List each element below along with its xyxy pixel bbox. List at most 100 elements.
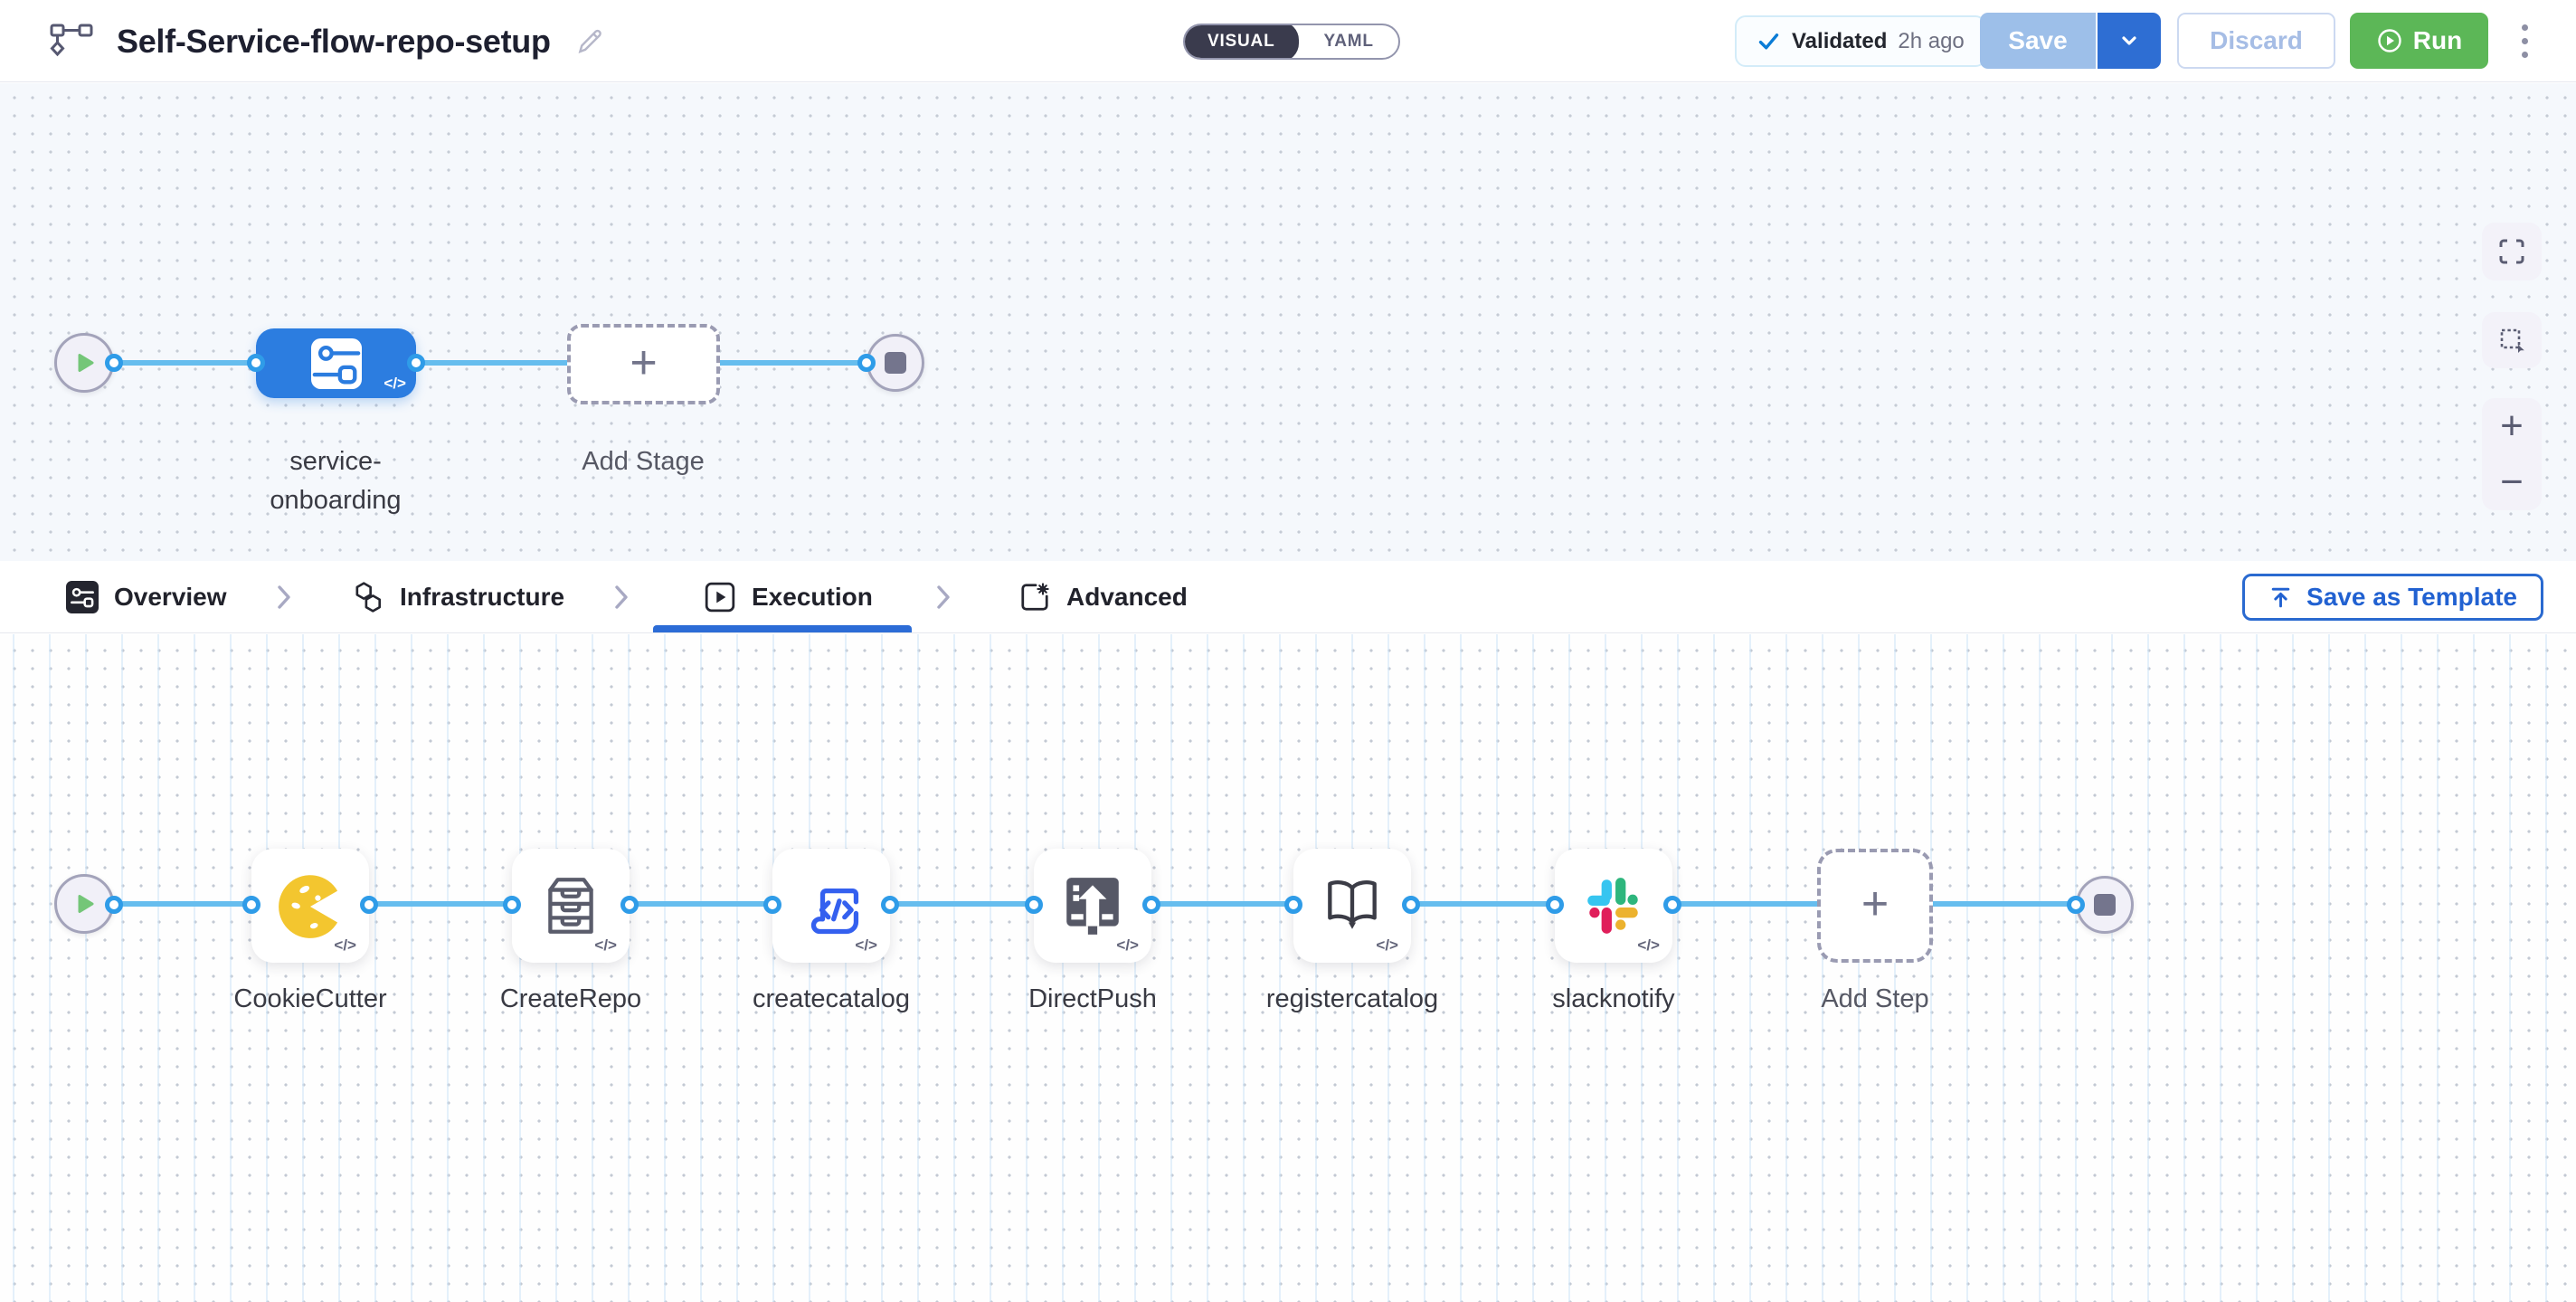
port [247, 354, 265, 372]
check-icon [1757, 29, 1781, 53]
step-card-createcatalog[interactable]: </> [772, 849, 890, 963]
createrepo-drawer-icon [548, 878, 593, 934]
save-options-chevron-icon[interactable] [2098, 13, 2161, 69]
save-as-template-label: Save as Template [2306, 583, 2517, 611]
code-badge: </> [1116, 936, 1139, 954]
save-divider [2096, 13, 2098, 69]
execution-icon [705, 582, 735, 613]
chevron-right-icon [277, 561, 292, 633]
port [1142, 896, 1160, 914]
marquee-select-icon [2500, 328, 2524, 353]
code-badge: </> [334, 936, 356, 954]
code-badge: </> [855, 936, 877, 954]
toggle-visual[interactable]: VISUAL [1184, 25, 1300, 58]
fullscreen-icon [2499, 239, 2524, 264]
port [1663, 896, 1681, 914]
port [242, 896, 260, 914]
add-step-node[interactable]: + [1817, 849, 1933, 963]
step-card-cookiecutter[interactable]: </> [251, 849, 369, 963]
run-button[interactable]: Run [2350, 13, 2488, 69]
step-label: CreateRepo [499, 984, 642, 1013]
infrastructure-icon [355, 582, 382, 613]
tab-advanced[interactable]: Advanced [1018, 561, 1188, 633]
port [407, 354, 425, 372]
upload-icon [2271, 587, 2290, 607]
validated-label: Validated [1792, 28, 1888, 53]
port [857, 354, 876, 372]
code-badge: </> [1376, 936, 1398, 954]
start-play-icon [78, 895, 94, 913]
tab-infrastructure[interactable]: Infrastructure [352, 561, 564, 633]
port [1402, 896, 1420, 914]
stage-canvas[interactable]: </> + service- onboarding Add Stage [0, 83, 2576, 561]
add-step-label: Add Step [1821, 984, 1929, 1013]
discard-button[interactable]: Discard [2177, 13, 2335, 69]
step-card-slacknotify[interactable]: </> [1555, 849, 1672, 963]
validated-badge[interactable]: Validated 2h ago [1735, 15, 1986, 67]
zoom-out-button[interactable]: − [2482, 454, 2542, 510]
catalog-code-icon [810, 889, 859, 935]
stage-connector-line [84, 360, 895, 366]
edit-pencil-icon[interactable] [574, 26, 605, 57]
advanced-icon [1021, 583, 1049, 611]
port [620, 896, 639, 914]
run-play-icon [2376, 27, 2403, 54]
zoom-in-button[interactable]: + [2482, 398, 2542, 454]
stop-icon [885, 352, 906, 374]
fullscreen-button[interactable] [2482, 223, 2542, 280]
port [503, 896, 521, 914]
execution-canvas[interactable]: </> </> </> [0, 634, 2576, 1302]
overview-icon [66, 581, 99, 613]
port [105, 896, 123, 914]
code-badge: </> [1637, 936, 1660, 954]
page-title: Self-Service-flow-repo-setup [117, 22, 551, 60]
stop-icon [2094, 894, 2116, 916]
code-badge: </> [384, 375, 406, 392]
chevron-right-icon [936, 561, 952, 633]
title-wrap: Self-Service-flow-repo-setup [50, 0, 605, 82]
port [1025, 896, 1043, 914]
stage-name-label: service- onboarding [270, 447, 402, 515]
mode-toggle: VISUAL YAML [1183, 24, 1400, 60]
port [763, 896, 781, 914]
step-label: CookieCutter [233, 984, 387, 1013]
save-as-template-button[interactable]: Save as Template [2242, 574, 2543, 621]
add-stage-label: Add Stage [582, 447, 705, 476]
step-label: slacknotify [1552, 984, 1675, 1013]
step-label: DirectPush [1028, 984, 1157, 1013]
step-label: createcatalog [752, 984, 911, 1013]
step-card-registercatalog[interactable]: </> [1293, 849, 1411, 963]
more-options-kebab-icon[interactable] [2513, 0, 2537, 82]
port [360, 896, 378, 914]
save-button[interactable]: Save [1980, 13, 2096, 69]
run-label: Run [2412, 26, 2463, 54]
slack-icon [1587, 878, 1638, 934]
plus-icon: + [1861, 878, 1889, 930]
execution-end-node [2076, 876, 2134, 934]
cookiecutter-icon [279, 875, 338, 938]
port [1284, 896, 1302, 914]
marquee-select-button[interactable] [2482, 312, 2542, 368]
toggle-yaml[interactable]: YAML [1323, 32, 1374, 51]
stage-node-service-onboarding[interactable]: </> [256, 328, 416, 398]
direct-push-icon [1066, 878, 1119, 935]
pipeline-icon [50, 23, 93, 61]
step-card-directpush[interactable]: </> [1034, 849, 1151, 963]
tab-execution[interactable]: Execution [704, 561, 873, 633]
step-label: registercatalog [1265, 984, 1439, 1013]
port [1546, 896, 1564, 914]
stage-icon [310, 337, 362, 389]
stage-tabbar: Overview Infrastructure Execution [0, 561, 2576, 633]
add-stage-node[interactable]: + [567, 324, 720, 404]
header: Self-Service-flow-repo-setup VISUAL YAML… [0, 0, 2576, 82]
code-badge: </> [594, 936, 617, 954]
validated-time: 2h ago [1898, 28, 1965, 53]
tab-overview[interactable]: Overview [66, 561, 227, 633]
active-tab-underline [653, 625, 912, 632]
port [105, 354, 123, 372]
zoom-pill: + − [2482, 398, 2542, 510]
step-card-createrepo[interactable]: </> [512, 849, 630, 963]
start-play-icon [78, 354, 94, 372]
open-book-icon [1328, 880, 1377, 929]
